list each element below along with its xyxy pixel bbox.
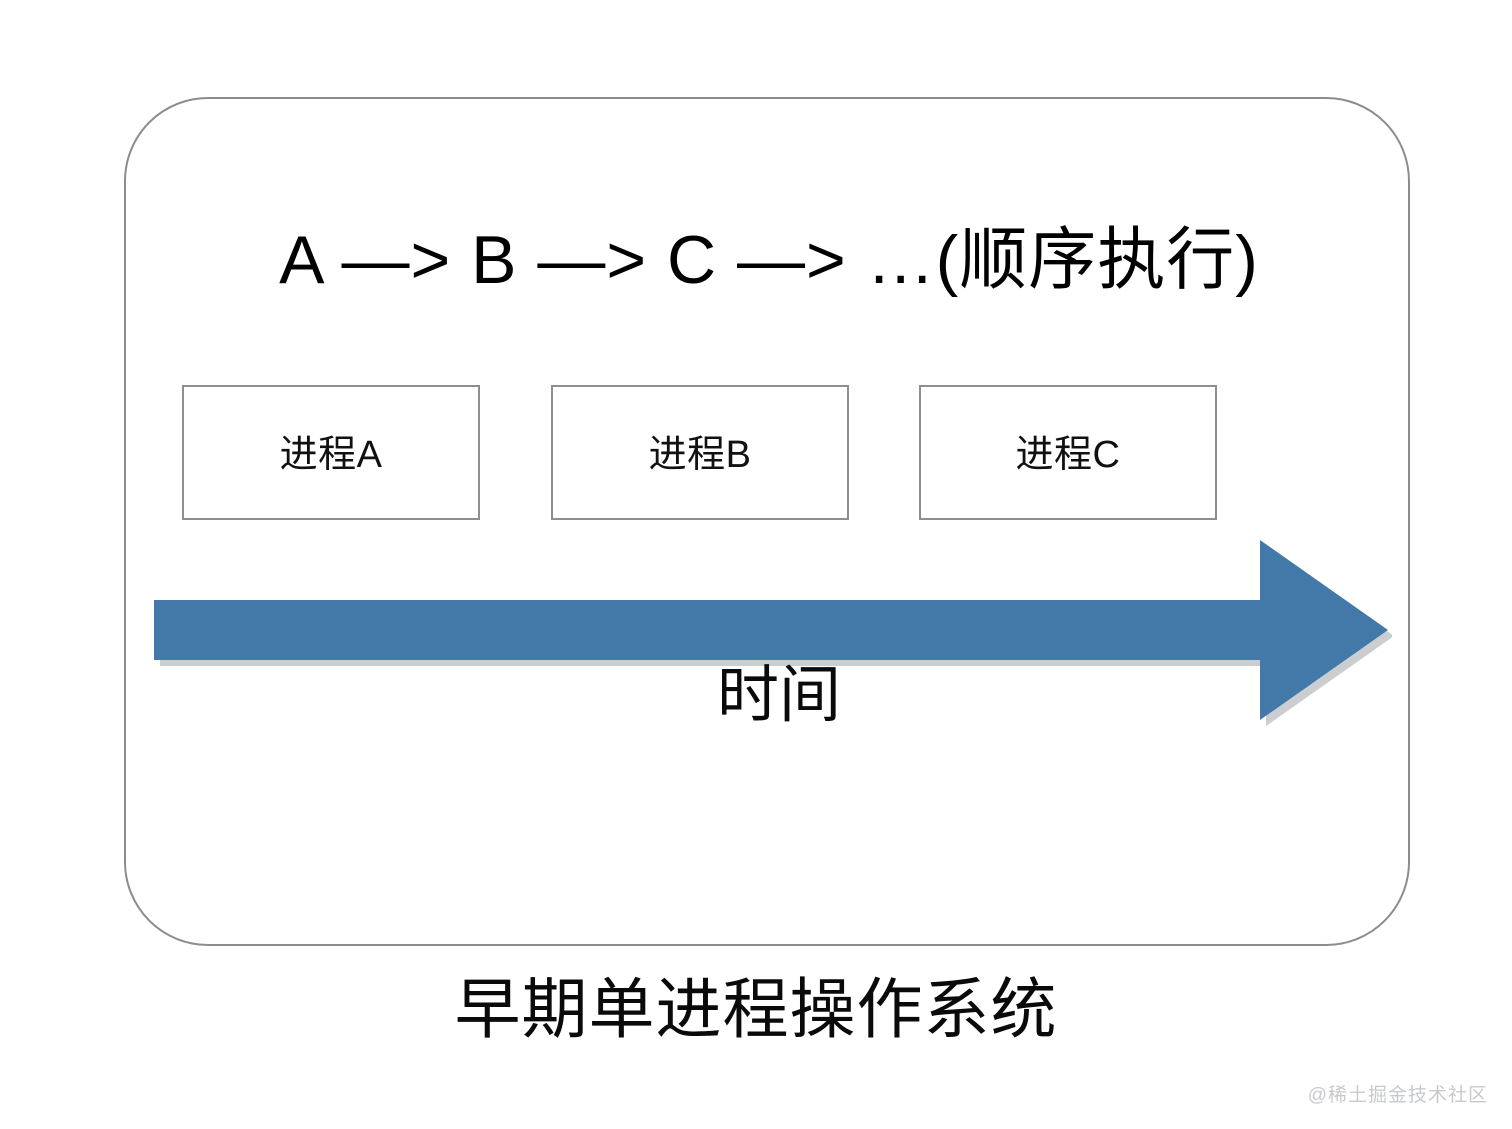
process-box-a-label: 进程A (279, 433, 383, 476)
watermark: @稀土掘金技术社区 (1307, 1085, 1488, 1106)
process-box-b[interactable]: 进程B (551, 385, 849, 520)
process-box-c-label: 进程C (1015, 433, 1121, 476)
diagram-frame: A —> B —> C —> …(顺序执行) 进程A 进程B 进程C 时间 (124, 97, 1410, 946)
diagram-caption: 早期单进程操作系统 (454, 972, 1058, 1046)
time-axis-label-text: 时间 (716, 661, 841, 730)
process-box-a[interactable]: 进程A (182, 385, 480, 520)
process-boxes-row: 进程A 进程B 进程C (182, 385, 1217, 520)
sequence-formula-text: A —> B —> C —> …(顺序执行) (279, 222, 1259, 298)
time-axis-label: 时间 (126, 665, 1412, 727)
process-box-b-label: 进程B (648, 433, 752, 476)
process-box-c[interactable]: 进程C (919, 385, 1217, 520)
